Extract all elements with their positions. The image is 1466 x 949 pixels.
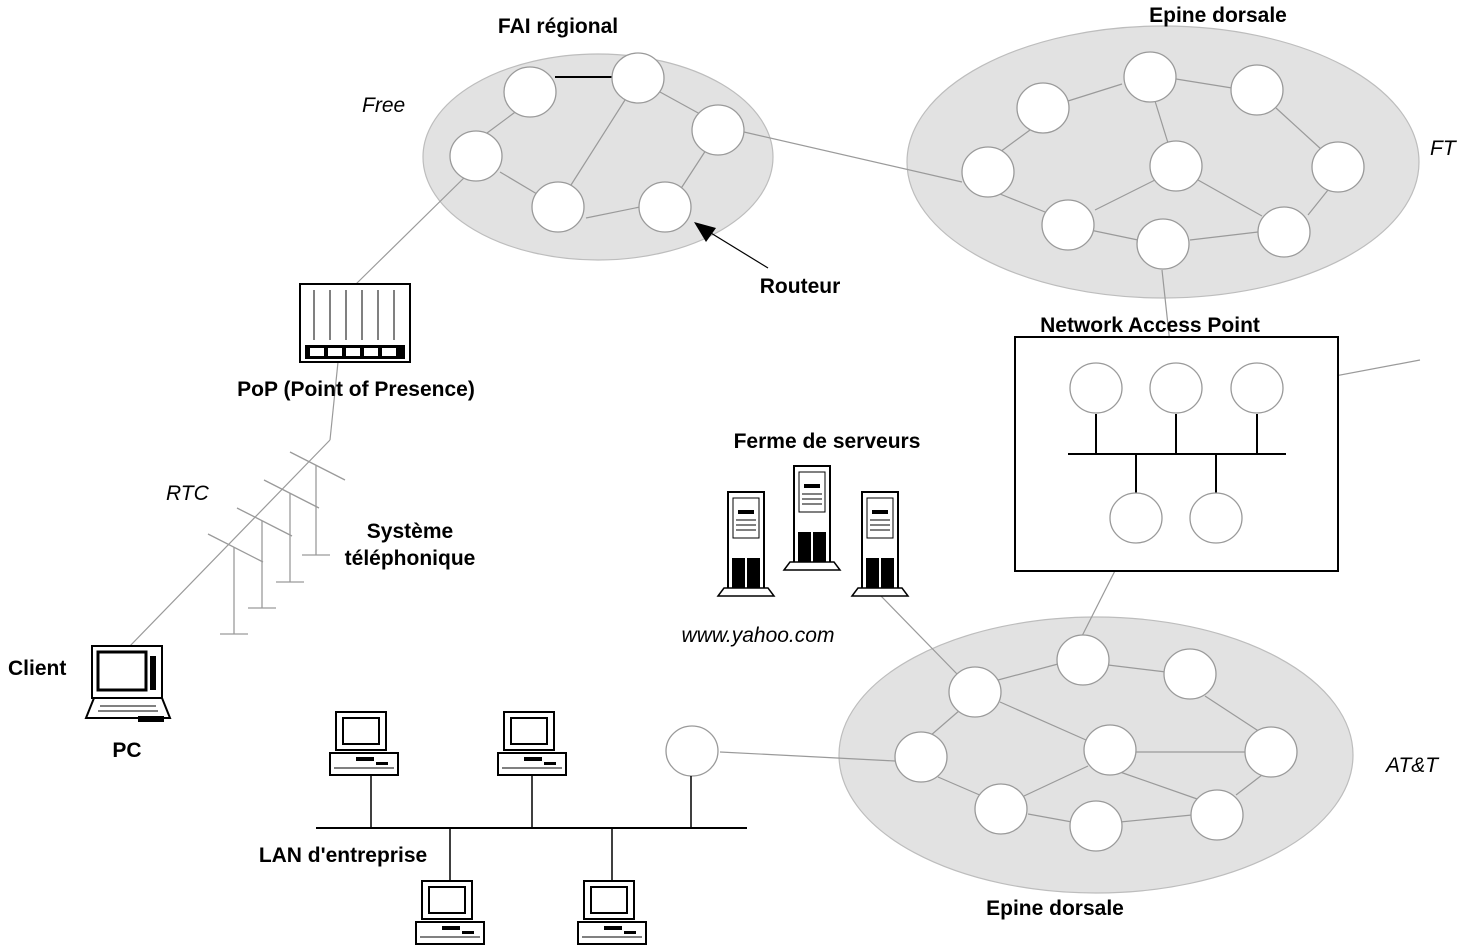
epine-dorsale-bottom-label: Epine dorsale: [986, 897, 1124, 920]
lan-bus: [316, 776, 747, 880]
client-label: Client: [8, 657, 66, 680]
pop-device-icon: [299, 283, 411, 363]
server-tower-icon: [717, 465, 909, 597]
att-label: AT&T: [1384, 754, 1440, 777]
ft-label: FT: [1430, 137, 1458, 160]
fai-regional-label: FAI régional: [498, 15, 618, 38]
top-backbone-links: [743, 78, 1329, 241]
free-label: Free: [362, 94, 405, 117]
nap-internals: [1068, 362, 1286, 544]
bottom-backbone-links: [719, 663, 1263, 823]
yahoo-label: www.yahoo.com: [682, 624, 835, 647]
telephone-pole-icon: [207, 451, 346, 635]
pc-label: PC: [112, 739, 141, 762]
routeur-arrow-icon: [694, 222, 769, 269]
ferme-label: Ferme de serveurs: [734, 430, 921, 453]
lan-label: LAN d'entreprise: [259, 844, 427, 867]
nap-label: Network Access Point: [1040, 314, 1260, 337]
rtc-label: RTC: [166, 482, 210, 505]
systeme-label-line1: Système: [367, 520, 453, 543]
fai-links: [482, 76, 707, 219]
laptop-icon: [84, 645, 172, 722]
systeme-label-line2: téléphonique: [345, 547, 476, 570]
pop-label: PoP (Point of Presence): [237, 378, 475, 401]
epine-dorsale-top-label: Epine dorsale: [1149, 4, 1287, 27]
routeur-label: Routeur: [760, 275, 841, 298]
router-node-icon: [449, 51, 1365, 852]
